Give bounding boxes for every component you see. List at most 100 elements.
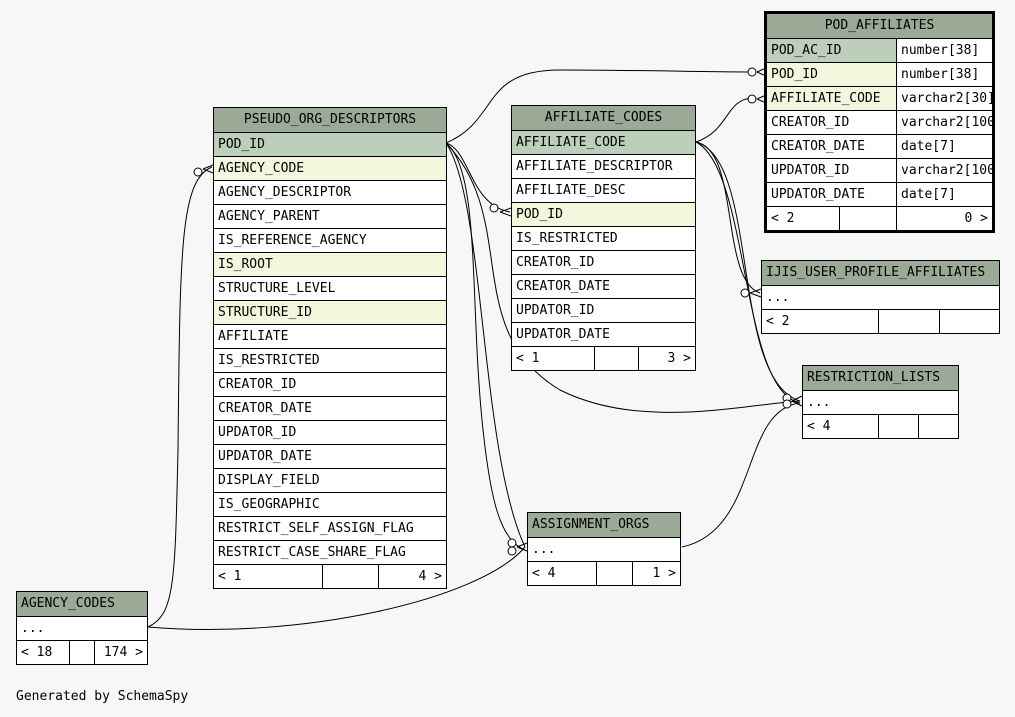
- table-title: IJIS_USER_PROFILE_AFFILIATES: [766, 265, 986, 280]
- column-name: AGENCY_CODE: [218, 161, 305, 176]
- table-affiliate-codes[interactable]: AFFILIATE_CODES AFFILIATE_CODE AFFILIATE…: [511, 105, 696, 371]
- table-header: RESTRICTION_LISTS: [803, 366, 958, 390]
- table-row: RESTRICT_SELF_ASSIGN_FLAG: [214, 516, 446, 540]
- column-count: [878, 310, 939, 333]
- table-row: AFFILIATE_CODE: [512, 130, 695, 154]
- table-row: CREATOR_DATE: [512, 274, 695, 298]
- parents-count: < 2: [771, 211, 795, 226]
- children-count: 4 >: [378, 565, 446, 588]
- table-title: RESTRICTION_LISTS: [807, 370, 941, 385]
- table-row: UPDATOR_DATE: [512, 322, 695, 346]
- column-name: CREATOR_DATE: [771, 139, 865, 154]
- table-header: PSEUDO_ORG_DESCRIPTORS: [214, 108, 446, 132]
- table-title: AGENCY_CODES: [21, 596, 115, 611]
- table-footer: < 4 1 >: [528, 561, 680, 585]
- column-name: UPDATOR_DATE: [218, 449, 312, 464]
- column-name: AFFILIATE_DESC: [516, 183, 626, 198]
- edge-restriction-assignment: [681, 402, 801, 548]
- column-name: ...: [532, 542, 556, 557]
- column-type: varchar2[100]: [896, 111, 992, 134]
- table-agency-codes[interactable]: AGENCY_CODES ... < 18 174 >: [16, 591, 148, 665]
- column-name: CREATOR_DATE: [218, 401, 312, 416]
- edge-pod-affiliates-affiliate-code: [695, 97, 753, 143]
- column-name: AFFILIATE_DESCRIPTOR: [516, 159, 673, 174]
- table-row: STRUCTURE_LEVEL: [214, 276, 446, 300]
- table-row: UPDATOR_ID varchar2[100]: [767, 158, 992, 182]
- table-row: AFFILIATE_DESCRIPTOR: [512, 154, 695, 178]
- column-name: RESTRICT_SELF_ASSIGN_FLAG: [218, 521, 414, 536]
- column-name: ...: [21, 621, 45, 636]
- table-row: DISPLAY_FIELD: [214, 468, 446, 492]
- parents-count: < 4: [532, 566, 556, 581]
- table-row: AFFILIATE_DESC: [512, 178, 695, 202]
- parents-count: < 1: [516, 351, 540, 366]
- table-footer: < 1 3 >: [512, 346, 695, 370]
- column-name: IS_REFERENCE_AGENCY: [218, 233, 367, 248]
- column-name: CREATOR_DATE: [516, 279, 610, 294]
- edge-end-circle: [489, 203, 499, 213]
- table-row: ...: [762, 285, 999, 309]
- column-name: CREATOR_ID: [218, 377, 297, 392]
- table-row: ...: [528, 537, 680, 561]
- column-type: number[38]: [896, 63, 992, 86]
- table-row: UPDATOR_DATE: [214, 444, 446, 468]
- column-count: [839, 207, 896, 230]
- children-count: 0 >: [896, 207, 992, 230]
- table-row: POD_AC_ID number[38]: [767, 38, 992, 62]
- table-row: AGENCY_CODE: [214, 156, 446, 180]
- table-row: AGENCY_PARENT: [214, 204, 446, 228]
- table-row: AGENCY_DESCRIPTOR: [214, 180, 446, 204]
- table-row: POD_ID: [512, 202, 695, 226]
- column-name: RESTRICT_CASE_SHARE_FLAG: [218, 545, 406, 560]
- crow-foot: [499, 207, 512, 217]
- column-name: DISPLAY_FIELD: [218, 473, 320, 488]
- table-header: AGENCY_CODES: [17, 592, 147, 616]
- column-count: [594, 347, 638, 370]
- column-name: AGENCY_PARENT: [218, 209, 320, 224]
- edge-end-circle: [193, 167, 203, 177]
- table-row: IS_REFERENCE_AGENCY: [214, 228, 446, 252]
- column-count: [69, 641, 94, 664]
- column-name: IS_ROOT: [218, 257, 273, 272]
- table-row: CREATOR_ID varchar2[100]: [767, 110, 992, 134]
- table-header: POD_AFFILIATES: [767, 14, 992, 38]
- table-assignment-orgs[interactable]: ASSIGNMENT_ORGS ... < 4 1 >: [527, 512, 681, 586]
- column-name: POD_AC_ID: [767, 39, 896, 62]
- table-row: POD_ID: [214, 132, 446, 156]
- edge-end-circle: [740, 288, 750, 298]
- column-type: varchar2[100]: [896, 159, 992, 182]
- table-row: IS_RESTRICTED: [214, 348, 446, 372]
- table-row: UPDATOR_DATE date[7]: [767, 182, 992, 206]
- column-name: IS_RESTRICTED: [218, 353, 320, 368]
- table-row: IS_RESTRICTED: [512, 226, 695, 250]
- table-ijis-user-profile-affiliates[interactable]: IJIS_USER_PROFILE_AFFILIATES ... < 2: [761, 260, 1000, 334]
- table-row: CREATOR_ID: [214, 372, 446, 396]
- children-count: 1 >: [632, 562, 680, 585]
- edge-end-circle: [747, 94, 757, 104]
- table-row: STRUCTURE_ID: [214, 300, 446, 324]
- children-count: [939, 310, 999, 333]
- table-row: AFFILIATE_CODE varchar2[30]: [767, 86, 992, 110]
- table-row: CREATOR_DATE: [214, 396, 446, 420]
- crow-foot: [749, 288, 762, 298]
- edge-ijis-affiliate: [695, 141, 761, 294]
- table-row: CREATOR_ID: [512, 250, 695, 274]
- table-row: UPDATOR_ID: [512, 298, 695, 322]
- table-restriction-lists[interactable]: RESTRICTION_LISTS ... < 4: [802, 365, 959, 439]
- table-pseudo-org-descriptors[interactable]: PSEUDO_ORG_DESCRIPTORS POD_ID AGENCY_COD…: [213, 107, 447, 589]
- column-name: POD_ID: [516, 207, 563, 222]
- crow-foot: [202, 164, 214, 174]
- table-row: AFFILIATE: [214, 324, 446, 348]
- generator-credit: Generated by SchemaSpy: [16, 689, 189, 704]
- column-name: AFFILIATE: [218, 329, 289, 344]
- column-type: date[7]: [896, 183, 992, 206]
- column-name: ...: [807, 395, 831, 410]
- column-name: CREATOR_ID: [516, 255, 595, 270]
- crow-foot: [791, 395, 803, 407]
- table-footer: < 2: [762, 309, 999, 333]
- table-pod-affiliates[interactable]: POD_AFFILIATES POD_AC_ID number[38] POD_…: [764, 11, 995, 233]
- table-row: ...: [803, 390, 958, 414]
- edge-pseudo-org-agency-code: [147, 166, 213, 628]
- column-name: UPDATOR_ID: [218, 425, 297, 440]
- edge-end-circle: [782, 393, 792, 403]
